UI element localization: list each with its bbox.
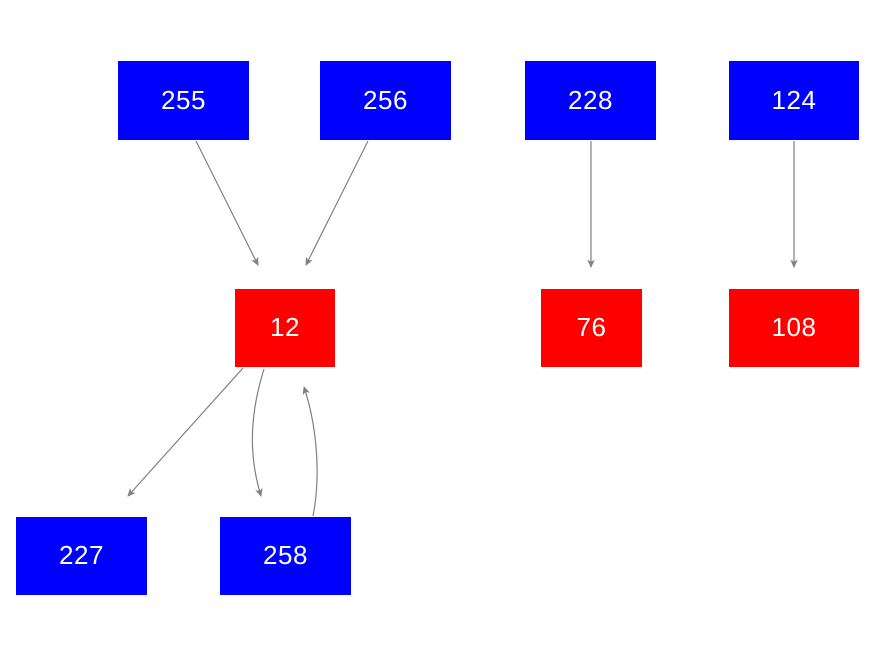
node-label: 256 (363, 84, 408, 115)
node-label: 76 (576, 312, 607, 342)
node-label: 228 (568, 84, 613, 115)
node-label: 255 (161, 84, 206, 115)
node-258[interactable]: 258 (220, 517, 351, 595)
node-228[interactable]: 228 (525, 61, 656, 140)
node-255[interactable]: 255 (118, 61, 249, 140)
node-108[interactable]: 108 (729, 289, 859, 367)
edge-12-to-227 (127, 367, 244, 497)
node-label: 124 (771, 84, 817, 115)
edge-12-to-258 (251, 368, 265, 498)
node-12[interactable]: 12 (235, 289, 335, 367)
node-256[interactable]: 256 (320, 61, 451, 140)
node-76[interactable]: 76 (541, 289, 642, 367)
node-label: 12 (270, 312, 300, 342)
node-label: 258 (263, 540, 308, 570)
node-label: 108 (771, 312, 817, 342)
edge-258-to-12 (302, 386, 318, 517)
node-label: 227 (59, 540, 104, 570)
edge-255-to-12 (195, 140, 259, 266)
node-227[interactable]: 227 (16, 517, 147, 595)
node-124[interactable]: 124 (729, 61, 859, 140)
edge-256-to-12 (305, 140, 369, 266)
